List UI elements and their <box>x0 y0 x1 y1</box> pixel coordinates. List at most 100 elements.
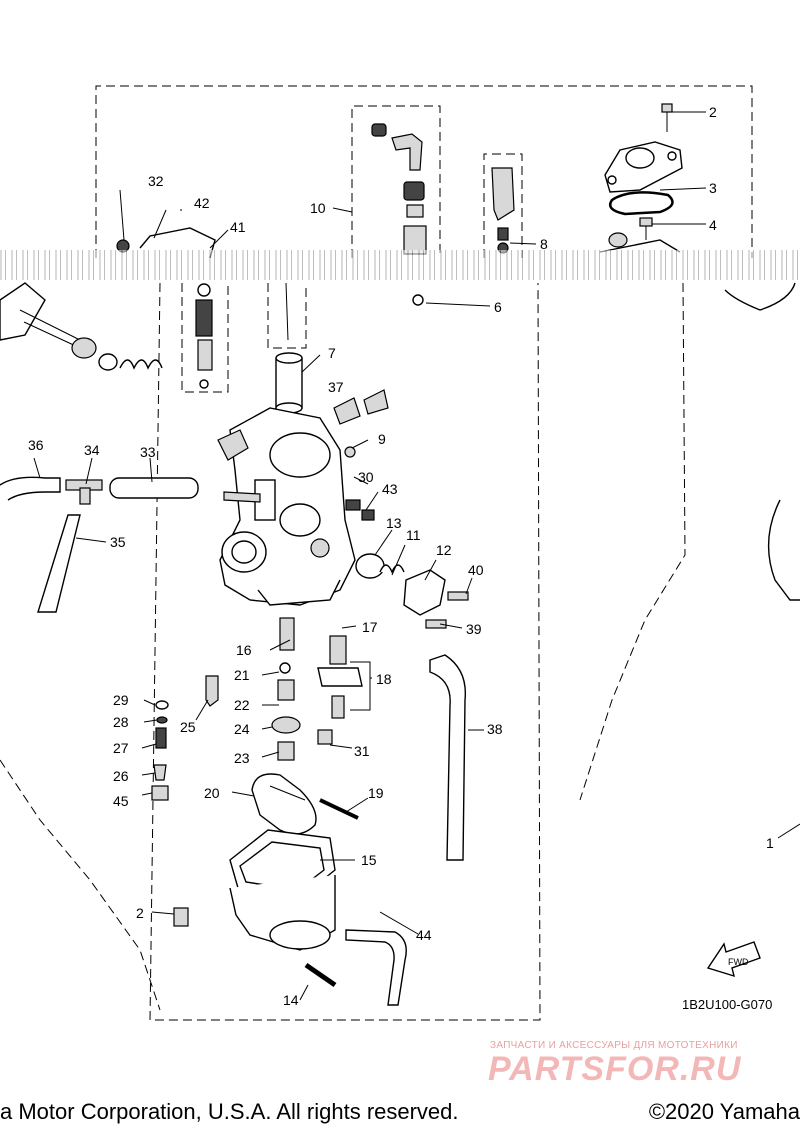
spring-clip-part <box>412 294 424 306</box>
float-valve-seat-part <box>329 635 347 665</box>
screw-part <box>345 499 361 511</box>
watermark-tagline: ЗАПЧАСТИ И АКСЕССУАРЫ ДЛЯ МОТОТЕХНИКИ <box>490 1040 738 1051</box>
pilot-screw-outline <box>181 283 229 393</box>
callout-2-top: 2 <box>709 104 717 120</box>
throttle-valve-part <box>275 352 303 414</box>
needle-holder-part <box>491 167 515 221</box>
float-valve-plate-part <box>317 667 363 687</box>
washer-part <box>608 232 628 248</box>
callout-39: 39 <box>466 621 482 637</box>
callout-11: 11 <box>406 527 421 543</box>
callout-18: 18 <box>376 671 392 687</box>
pump-cover-part <box>403 569 446 616</box>
o-ring-part <box>279 662 291 674</box>
screw-part <box>153 764 167 781</box>
screw-part <box>361 509 375 521</box>
screw-part <box>425 619 447 629</box>
top-group-outline <box>95 85 753 258</box>
ball-part <box>344 446 356 458</box>
callout-10: 10 <box>310 200 326 216</box>
callout-9: 9 <box>378 431 386 447</box>
callout-44: 44 <box>416 927 432 943</box>
watermark-logo: PARTSFOR.RU <box>488 1050 742 1088</box>
leader <box>777 823 800 839</box>
main-body-outline <box>149 282 541 1021</box>
screw-part <box>173 907 189 927</box>
callout-41: 41 <box>230 219 246 235</box>
right-frame-part <box>767 499 800 601</box>
top-cover-part <box>604 141 683 193</box>
screw-part <box>447 591 469 601</box>
o-ring-part <box>199 379 209 389</box>
leader-lines <box>33 111 707 1001</box>
callout-7: 7 <box>328 345 336 361</box>
hose-part <box>0 476 199 505</box>
callout-27: 27 <box>113 740 129 756</box>
callout-25: 25 <box>180 719 196 735</box>
callout-labels: 2 3 4 6 7 8 9 10 11 12 13 14 15 16 17 18… <box>28 104 774 1008</box>
drain-hose-part <box>37 514 81 613</box>
callout-17: 17 <box>362 619 378 635</box>
callout-33: 33 <box>140 444 156 460</box>
cylinder-part <box>406 204 424 218</box>
callout-45: 45 <box>113 793 129 809</box>
callout-12: 12 <box>436 542 452 558</box>
bracket-part <box>599 239 681 253</box>
callout-34: 34 <box>84 442 100 458</box>
throttle-shaft-part <box>0 282 163 371</box>
o-ring-part <box>155 700 169 710</box>
callout-32: 32 <box>148 173 164 189</box>
forward-arrow-icon: FWD <box>706 941 761 978</box>
pilot-screw-part <box>197 339 213 371</box>
callout-24: 24 <box>234 721 250 737</box>
left-frame-outline <box>0 759 161 1011</box>
scan-artifact-band <box>0 250 800 280</box>
nut-part <box>371 123 387 137</box>
callout-30: 30 <box>358 469 374 485</box>
callout-20: 20 <box>204 785 220 801</box>
spring-part <box>497 227 509 241</box>
screw-part <box>639 217 653 227</box>
callout-40: 40 <box>468 562 484 578</box>
jet-kit-outline <box>351 105 441 258</box>
screw-part <box>317 729 333 745</box>
callout-21: 21 <box>234 667 250 683</box>
right-frame-part <box>724 282 796 311</box>
callout-4: 4 <box>709 217 717 233</box>
o-ring-part <box>197 283 211 297</box>
carburetor-body-part <box>217 407 356 606</box>
callout-26: 26 <box>113 768 129 784</box>
callout-2-bottom: 2 <box>136 905 144 921</box>
footer: a Motor Corporation, U.S.A. All rights r… <box>0 1095 800 1133</box>
callout-23: 23 <box>234 750 250 766</box>
starter-plunger-part <box>205 675 219 707</box>
callout-38: 38 <box>487 721 503 737</box>
callout-36: 36 <box>28 437 44 453</box>
spring-part <box>155 727 167 749</box>
callout-43: 43 <box>382 481 398 497</box>
drain-hose-part <box>345 929 407 1006</box>
elbow-fitting-part <box>391 133 423 171</box>
callout-22: 22 <box>234 697 250 713</box>
callout-8: 8 <box>540 236 548 252</box>
overflow-hose-part <box>429 654 467 861</box>
copyright-left: a Motor Corporation, U.S.A. All rights r… <box>0 1099 459 1124</box>
spring-part <box>379 564 405 574</box>
callout-29: 29 <box>113 692 129 708</box>
callout-28: 28 <box>113 714 129 730</box>
o-ring-part <box>608 191 674 216</box>
cylinder-part <box>403 181 425 201</box>
float-chamber-part <box>229 829 336 951</box>
right-frame-outline <box>579 282 686 801</box>
washer-part <box>156 716 168 724</box>
screw-set-part <box>363 389 389 415</box>
callout-31: 31 <box>354 743 370 759</box>
fitting-part <box>223 491 261 503</box>
callout-19: 19 <box>368 785 384 801</box>
fwd-label: FWD <box>728 957 749 967</box>
washer-part <box>271 716 301 734</box>
callout-14: 14 <box>283 992 299 1008</box>
screw-set-part <box>333 397 361 425</box>
screw-part <box>661 103 673 113</box>
